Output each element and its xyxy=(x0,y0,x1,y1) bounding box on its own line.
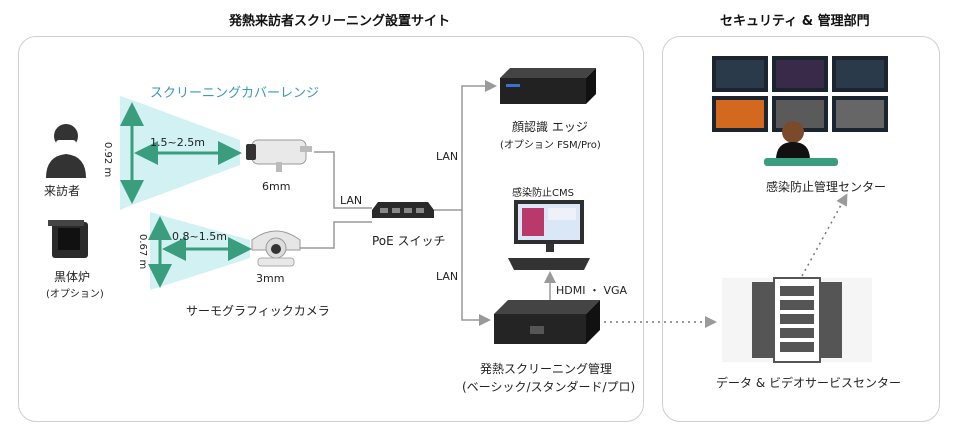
coverage-cone-bottom xyxy=(150,212,250,290)
distance-top-horizontal: 1.5~2.5m xyxy=(150,136,205,149)
lan-line-to-edge xyxy=(434,80,497,211)
visitor-icon xyxy=(46,124,86,178)
dome-camera-icon xyxy=(251,230,301,267)
poe-switch-label: PoE スイッチ xyxy=(372,234,446,248)
face-edge-note: (オプション FSM/Pro) xyxy=(500,140,601,151)
blackbody-icon xyxy=(48,220,88,258)
lan-label-bottom: LAN xyxy=(436,270,459,283)
face-edge-label: 顔認識 エッジ xyxy=(512,120,588,134)
screening-range-label: スクリーニングカバーレンジ xyxy=(150,86,320,101)
lan-label-top: LAN xyxy=(436,150,459,163)
poe-switch-icon xyxy=(372,202,434,218)
bullet-camera-icon xyxy=(246,139,312,172)
fever-nvr-icon xyxy=(494,300,600,344)
visitor-label: 来訪者 xyxy=(44,184,81,198)
datacenter-label: データ & ビデオサービスセンター xyxy=(716,376,901,390)
lan-line-dome-camera xyxy=(300,221,372,249)
blackbody-note: (オプション) xyxy=(46,289,104,300)
operator-icon xyxy=(764,121,838,166)
face-edge-device-icon xyxy=(500,68,596,104)
distance-top-vertical: 0.92 m xyxy=(102,142,113,178)
fever-mgmt-label: 発熱スクリーニング管理 xyxy=(480,362,613,376)
thermo-camera-label: サーモグラフィックカメラ xyxy=(186,304,330,318)
camera-bottom-label: 3mm xyxy=(256,272,285,285)
blackbody-label: 黒体炉 xyxy=(54,270,91,284)
site-title: 発熱来訪者スクリーニング設置サイト xyxy=(229,14,451,29)
cms-label: 感染防止CMS xyxy=(512,188,574,199)
server-icon xyxy=(722,277,872,363)
hdmi-label: HDMI ・ VGA xyxy=(556,284,628,297)
security-title: セキュリティ & 管理部門 xyxy=(720,14,870,29)
fever-mgmt-note: (ベーシック/スタンダード/プロ) xyxy=(462,380,636,394)
distance-bottom-vertical: 0.67 m xyxy=(137,234,148,270)
lan-label-left: LAN xyxy=(340,194,363,207)
lan-line-top-camera xyxy=(314,151,372,209)
camera-top-label: 6mm xyxy=(262,180,291,193)
control-center-label: 感染防止管理センター xyxy=(766,180,887,194)
cms-monitor-icon xyxy=(508,200,590,270)
lan-line-to-nvr xyxy=(461,210,491,326)
dotted-line-to-control xyxy=(801,193,848,277)
security-monitors-icon xyxy=(712,56,888,132)
distance-bottom-horizontal: 0.8~1.5m xyxy=(172,230,227,243)
